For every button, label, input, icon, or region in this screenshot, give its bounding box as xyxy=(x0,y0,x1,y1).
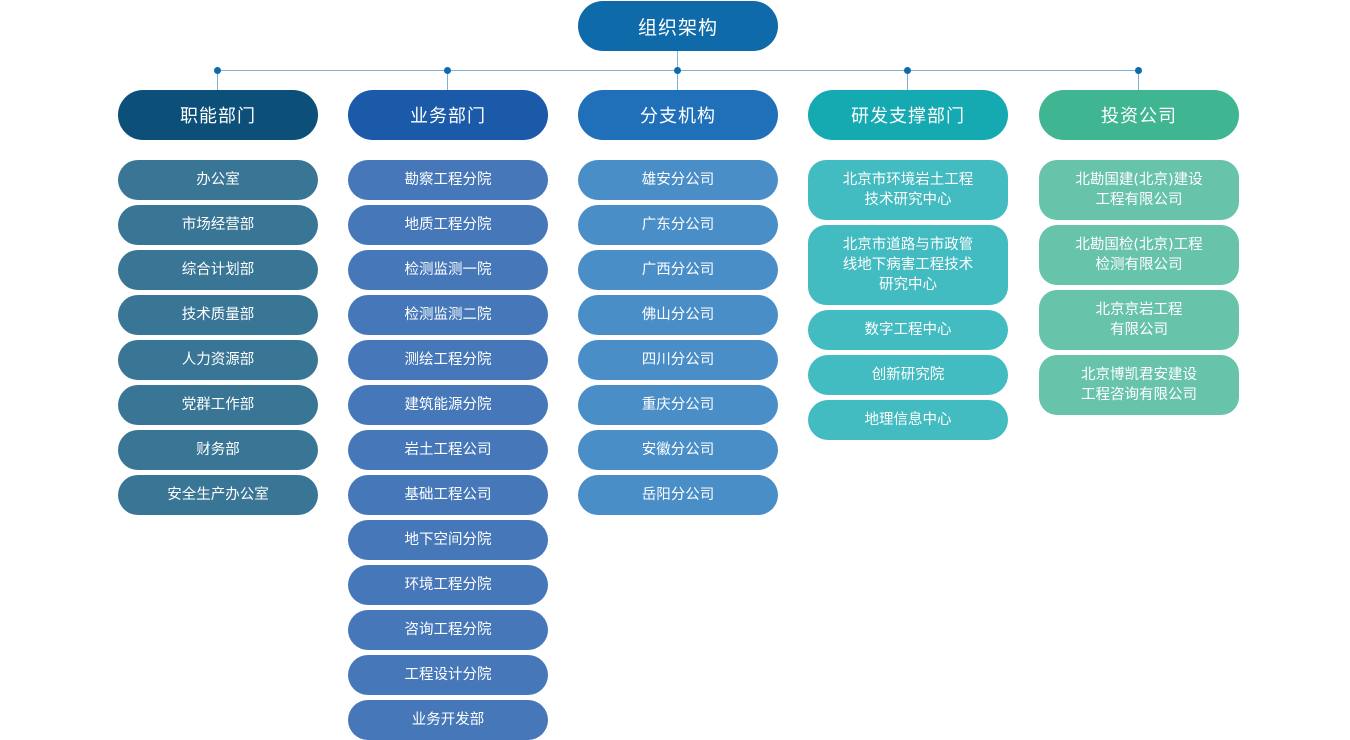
unit-node: 北京博凯君安建设 工程咨询有限公司 xyxy=(1039,355,1239,415)
unit-node: 创新研究院 xyxy=(808,355,1008,395)
unit-list: 办公室市场经营部综合计划部技术质量部人力资源部党群工作部财务部安全生产办公室 xyxy=(118,160,318,515)
unit-node: 广东分公司 xyxy=(578,205,778,245)
category-node-business: 业务部门 xyxy=(348,90,548,140)
unit-node: 岩土工程公司 xyxy=(348,430,548,470)
unit-node: 业务开发部 xyxy=(348,700,548,740)
unit-node: 咨询工程分院 xyxy=(348,610,548,650)
branch-connector-line xyxy=(907,71,908,90)
unit-node: 安徽分公司 xyxy=(578,430,778,470)
unit-node: 雄安分公司 xyxy=(578,160,778,200)
unit-node: 检测监测一院 xyxy=(348,250,548,290)
root-connector-line xyxy=(677,51,678,71)
branch-connector-line xyxy=(1138,71,1139,90)
unit-node: 技术质量部 xyxy=(118,295,318,335)
unit-node: 地理信息中心 xyxy=(808,400,1008,440)
connector-dot xyxy=(444,67,451,74)
unit-node: 四川分公司 xyxy=(578,340,778,380)
category-node-investment: 投资公司 xyxy=(1039,90,1239,140)
column-functional: 职能部门办公室市场经营部综合计划部技术质量部人力资源部党群工作部财务部安全生产办… xyxy=(118,90,318,515)
unit-node: 岳阳分公司 xyxy=(578,475,778,515)
category-node-branches: 分支机构 xyxy=(578,90,778,140)
connector-dot xyxy=(1135,67,1142,74)
unit-node: 北京市环境岩土工程 技术研究中心 xyxy=(808,160,1008,220)
unit-node: 广西分公司 xyxy=(578,250,778,290)
unit-node: 勘察工程分院 xyxy=(348,160,548,200)
root-node-org-structure: 组织架构 xyxy=(578,1,778,51)
connector-dot xyxy=(214,67,221,74)
unit-list: 雄安分公司广东分公司广西分公司佛山分公司四川分公司重庆分公司安徽分公司岳阳分公司 xyxy=(578,160,778,515)
unit-node: 环境工程分院 xyxy=(348,565,548,605)
branch-connector-line xyxy=(217,71,218,90)
unit-node: 党群工作部 xyxy=(118,385,318,425)
unit-node: 北勘国检(北京)工程 检测有限公司 xyxy=(1039,225,1239,285)
branch-connector-line xyxy=(677,71,678,90)
unit-node: 北京市道路与市政管 线地下病害工程技术 研究中心 xyxy=(808,225,1008,305)
unit-node: 北京京岩工程 有限公司 xyxy=(1039,290,1239,350)
unit-node: 财务部 xyxy=(118,430,318,470)
unit-list: 勘察工程分院地质工程分院检测监测一院检测监测二院测绘工程分院建筑能源分院岩土工程… xyxy=(348,160,548,740)
unit-node: 工程设计分院 xyxy=(348,655,548,695)
unit-node: 地下空间分院 xyxy=(348,520,548,560)
column-investment: 投资公司北勘国建(北京)建设 工程有限公司北勘国检(北京)工程 检测有限公司北京… xyxy=(1039,90,1239,415)
unit-list: 北京市环境岩土工程 技术研究中心北京市道路与市政管 线地下病害工程技术 研究中心… xyxy=(808,160,1008,440)
unit-node: 地质工程分院 xyxy=(348,205,548,245)
unit-node: 重庆分公司 xyxy=(578,385,778,425)
unit-node: 人力资源部 xyxy=(118,340,318,380)
unit-node: 北勘国建(北京)建设 工程有限公司 xyxy=(1039,160,1239,220)
unit-list: 北勘国建(北京)建设 工程有限公司北勘国检(北京)工程 检测有限公司北京京岩工程… xyxy=(1039,160,1239,415)
unit-node: 基础工程公司 xyxy=(348,475,548,515)
connector-dot xyxy=(904,67,911,74)
column-rnd: 研发支撑部门北京市环境岩土工程 技术研究中心北京市道路与市政管 线地下病害工程技… xyxy=(808,90,1008,440)
connector-dot xyxy=(674,67,681,74)
category-node-rnd: 研发支撑部门 xyxy=(808,90,1008,140)
unit-node: 办公室 xyxy=(118,160,318,200)
branch-connector-line xyxy=(447,71,448,90)
unit-node: 测绘工程分院 xyxy=(348,340,548,380)
column-branches: 分支机构雄安分公司广东分公司广西分公司佛山分公司四川分公司重庆分公司安徽分公司岳… xyxy=(578,90,778,515)
unit-node: 建筑能源分院 xyxy=(348,385,548,425)
unit-node: 市场经营部 xyxy=(118,205,318,245)
unit-node: 安全生产办公室 xyxy=(118,475,318,515)
category-node-functional: 职能部门 xyxy=(118,90,318,140)
column-business: 业务部门勘察工程分院地质工程分院检测监测一院检测监测二院测绘工程分院建筑能源分院… xyxy=(348,90,548,740)
unit-node: 检测监测二院 xyxy=(348,295,548,335)
unit-node: 数字工程中心 xyxy=(808,310,1008,350)
unit-node: 佛山分公司 xyxy=(578,295,778,335)
unit-node: 综合计划部 xyxy=(118,250,318,290)
